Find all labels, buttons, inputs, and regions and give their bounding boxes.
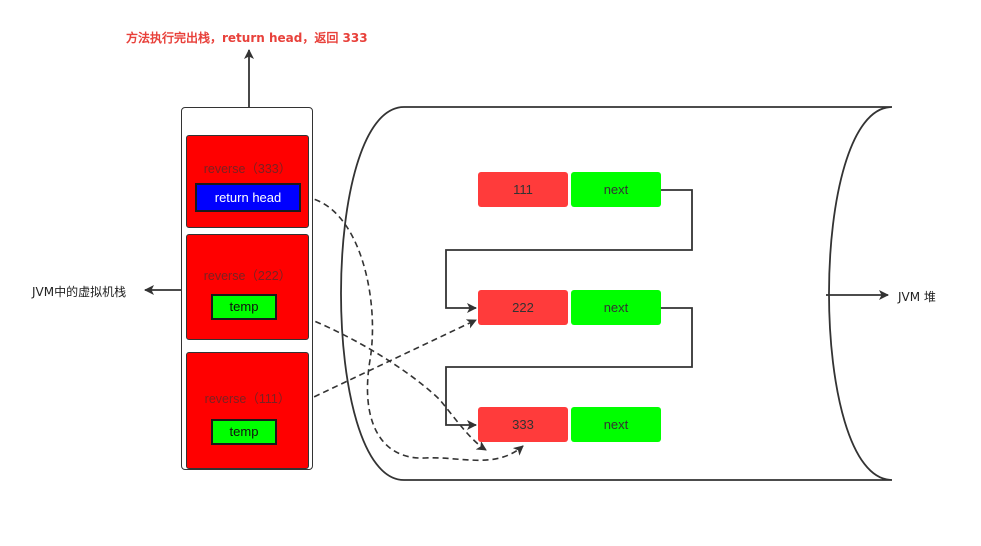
node-111-next: next <box>571 172 661 207</box>
ref-temp-111-to-222 <box>277 319 477 415</box>
ref-return-head-to-333 <box>304 196 524 462</box>
diagram-title: 方法执行完出栈，return head，返回 333 <box>126 31 368 45</box>
node-333-next: next <box>571 407 661 442</box>
node-222-next: next <box>571 290 661 325</box>
return-head-box: return head <box>195 183 301 212</box>
node-333-value: 333 <box>478 407 568 442</box>
frame-label: reverse（111） <box>204 392 291 406</box>
stack-frame-333: reverse（333） return head <box>186 135 309 228</box>
next-pointer-111-to-222 <box>445 189 693 313</box>
next-pointer-222-to-333 <box>445 307 693 430</box>
stack-label: JVM中的虚拟机栈 <box>32 285 127 299</box>
frame-label: reverse（222） <box>203 269 292 283</box>
heap-label: JVM 堆 <box>898 290 936 304</box>
heap-cylinder <box>340 106 893 481</box>
stack-frame-111: reverse（111） temp <box>186 352 309 469</box>
ref-temp-222-to-333 <box>277 306 487 451</box>
stack-frame-222: reverse（222） temp <box>186 234 309 340</box>
frame-label: reverse（333） <box>203 162 292 176</box>
temp-variable-box: temp <box>211 294 277 320</box>
node-111-value: 111 <box>478 172 568 207</box>
temp-variable-box: temp <box>211 419 277 445</box>
node-222-value: 222 <box>478 290 568 325</box>
